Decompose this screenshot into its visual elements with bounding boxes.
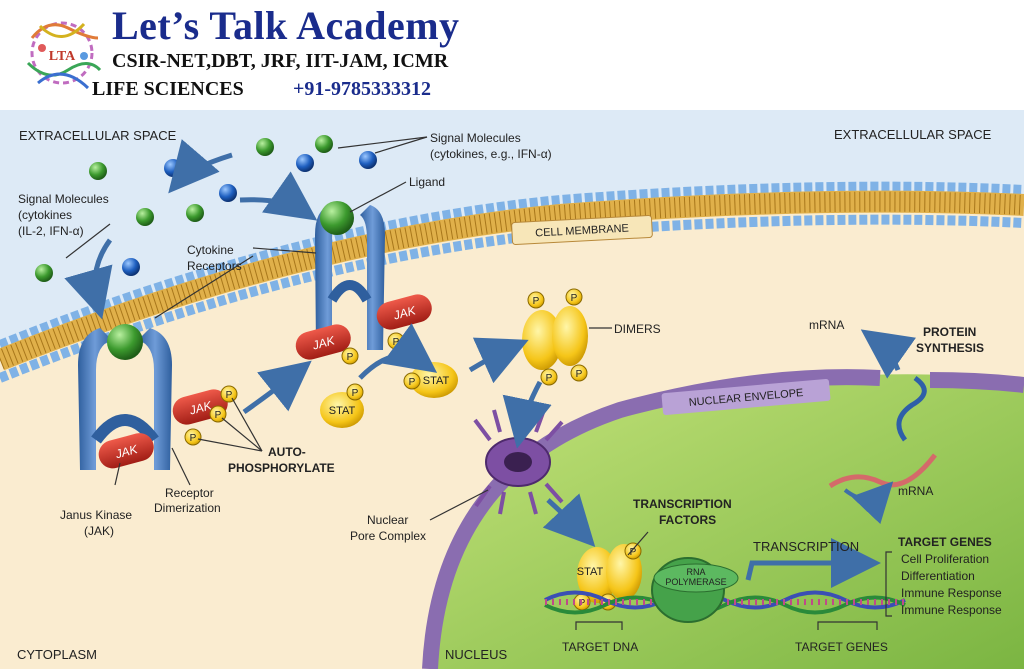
svg-text:Signal Molecules: Signal Molecules xyxy=(430,131,521,145)
signal-molecules xyxy=(35,135,377,282)
svg-text:P: P xyxy=(571,293,578,304)
svg-text:TRANSCRIPTION: TRANSCRIPTION xyxy=(633,497,732,511)
svg-text:Receptor: Receptor xyxy=(165,486,214,500)
target-gene-item: Cell Proliferation xyxy=(901,552,989,566)
receptor-left xyxy=(78,324,172,470)
svg-text:POLYMERASE: POLYMERASE xyxy=(665,577,726,587)
nucleus-label: NUCLEUS xyxy=(445,647,507,662)
svg-text:(cytokines, e.g., IFN-α): (cytokines, e.g., IFN-α) xyxy=(430,147,552,161)
svg-text:P: P xyxy=(393,337,400,348)
svg-text:Receptors: Receptors xyxy=(187,259,242,273)
jak-proteins: JAK JAK JAK JAK xyxy=(98,294,432,469)
diagram-labels: EXTRACELLULAR SPACE EXTRACELLULAR SPACE … xyxy=(17,127,1002,662)
svg-text:JAK: JAK xyxy=(113,442,140,462)
leader-lines xyxy=(65,136,892,630)
cytokine-molecule xyxy=(315,135,333,153)
svg-text:AUTO-: AUTO- xyxy=(268,445,306,459)
cell-membrane xyxy=(0,181,1024,383)
nuclear-envelope-right xyxy=(929,372,1024,393)
academy-header: LTA Let’s Talk Academy CSIR-NET,DBT, JRF… xyxy=(0,0,1024,110)
svg-text:P: P xyxy=(409,377,416,388)
svg-text:Nuclear: Nuclear xyxy=(367,513,408,527)
svg-text:P: P xyxy=(347,352,354,363)
svg-text:FACTORS: FACTORS xyxy=(659,513,716,527)
academy-exams: CSIR-NET,DBT, JRF, IIT-JAM, ICMR xyxy=(112,50,449,72)
svg-text:P: P xyxy=(190,433,197,444)
svg-text:Ligand: Ligand xyxy=(409,175,445,189)
svg-text:(JAK): (JAK) xyxy=(84,524,114,538)
svg-text:JAK: JAK xyxy=(187,398,214,418)
svg-text:SYNTHESIS: SYNTHESIS xyxy=(916,341,984,355)
cytokine-molecule xyxy=(136,208,154,226)
svg-text:P: P xyxy=(215,410,222,421)
target-gene-item: Immune Response xyxy=(901,586,1002,600)
svg-text:Dimerization: Dimerization xyxy=(154,501,221,515)
nuclear-pore-complex xyxy=(473,408,564,515)
svg-text:TARGET DNA: TARGET DNA xyxy=(562,640,638,654)
cell-membrane-label-box xyxy=(511,215,653,245)
svg-text:PROTEIN: PROTEIN xyxy=(923,325,976,339)
logo-text: LTA xyxy=(49,49,76,64)
extracellular-label-left: EXTRACELLULAR SPACE xyxy=(19,128,177,143)
cytokine-molecule xyxy=(296,154,314,172)
svg-text:DIMERS: DIMERS xyxy=(614,322,661,336)
svg-text:P: P xyxy=(352,388,359,399)
nuclear-envelope xyxy=(422,369,881,669)
target-gene-item: Differentiation xyxy=(901,569,975,583)
cell-membrane-label: CELL MEMBRANE xyxy=(535,223,629,240)
nuclear-envelope-label-box xyxy=(661,378,831,416)
cytokine-molecule xyxy=(89,162,107,180)
cytokine-molecule xyxy=(219,184,237,202)
svg-text:TRANSCRIPTION: TRANSCRIPTION xyxy=(753,539,859,554)
cytokine-molecule xyxy=(122,258,140,276)
svg-text:JAK: JAK xyxy=(310,333,337,353)
svg-text:(cytokines: (cytokines xyxy=(18,208,72,222)
svg-text:P: P xyxy=(546,373,553,384)
svg-text:TARGET GENES: TARGET GENES xyxy=(795,640,888,654)
svg-text:STAT: STAT xyxy=(577,566,604,578)
target-genes-title: TARGET GENES xyxy=(898,535,992,549)
target-gene-item: Immune Response xyxy=(901,603,1002,617)
svg-text:P: P xyxy=(533,296,540,307)
svg-text:JAK: JAK xyxy=(391,303,418,323)
cytokine-molecule xyxy=(359,151,377,169)
cytokine-molecule xyxy=(35,264,53,282)
svg-text:Cytokine: Cytokine xyxy=(187,243,234,257)
target-dna xyxy=(544,590,906,615)
svg-text:(IL-2, IFN-α): (IL-2, IFN-α) xyxy=(18,224,84,238)
svg-text:Signal Molecules: Signal Molecules xyxy=(18,192,109,206)
mrna-export-strand xyxy=(896,375,927,442)
svg-text:mRNA: mRNA xyxy=(809,318,844,332)
cytoplasm-label: CYTOPLASM xyxy=(17,647,97,662)
academy-title: Let’s Talk Academy xyxy=(112,3,460,48)
svg-text:P: P xyxy=(579,598,586,609)
svg-text:Pore Complex: Pore Complex xyxy=(350,529,426,543)
svg-text:Janus Kinase: Janus Kinase xyxy=(60,508,132,522)
svg-text:PHOSPHORYLATE: PHOSPHORYLATE xyxy=(228,461,335,475)
cytokine-molecule xyxy=(164,159,182,177)
svg-text:P: P xyxy=(630,547,637,558)
cytokine-molecule xyxy=(186,204,204,222)
pathway-arrows xyxy=(64,139,917,588)
svg-text:P: P xyxy=(226,390,233,401)
academy-logo: LTA xyxy=(26,21,102,90)
cytokine-molecule xyxy=(256,138,274,156)
extracellular-label-right: EXTRACELLULAR SPACE xyxy=(834,127,992,142)
svg-text:STAT: STAT xyxy=(423,375,450,387)
svg-text:RNA: RNA xyxy=(686,567,705,577)
academy-phone: +91-9785333312 xyxy=(293,78,432,100)
academy-subject: LIFE SCIENCES xyxy=(92,78,244,100)
svg-text:mRNA: mRNA xyxy=(898,484,933,498)
svg-text:P: P xyxy=(576,369,583,380)
rna-polymerase xyxy=(651,557,739,623)
stat-proteins: STAT STAT STAT xyxy=(320,306,642,603)
svg-text:STAT: STAT xyxy=(329,405,356,417)
